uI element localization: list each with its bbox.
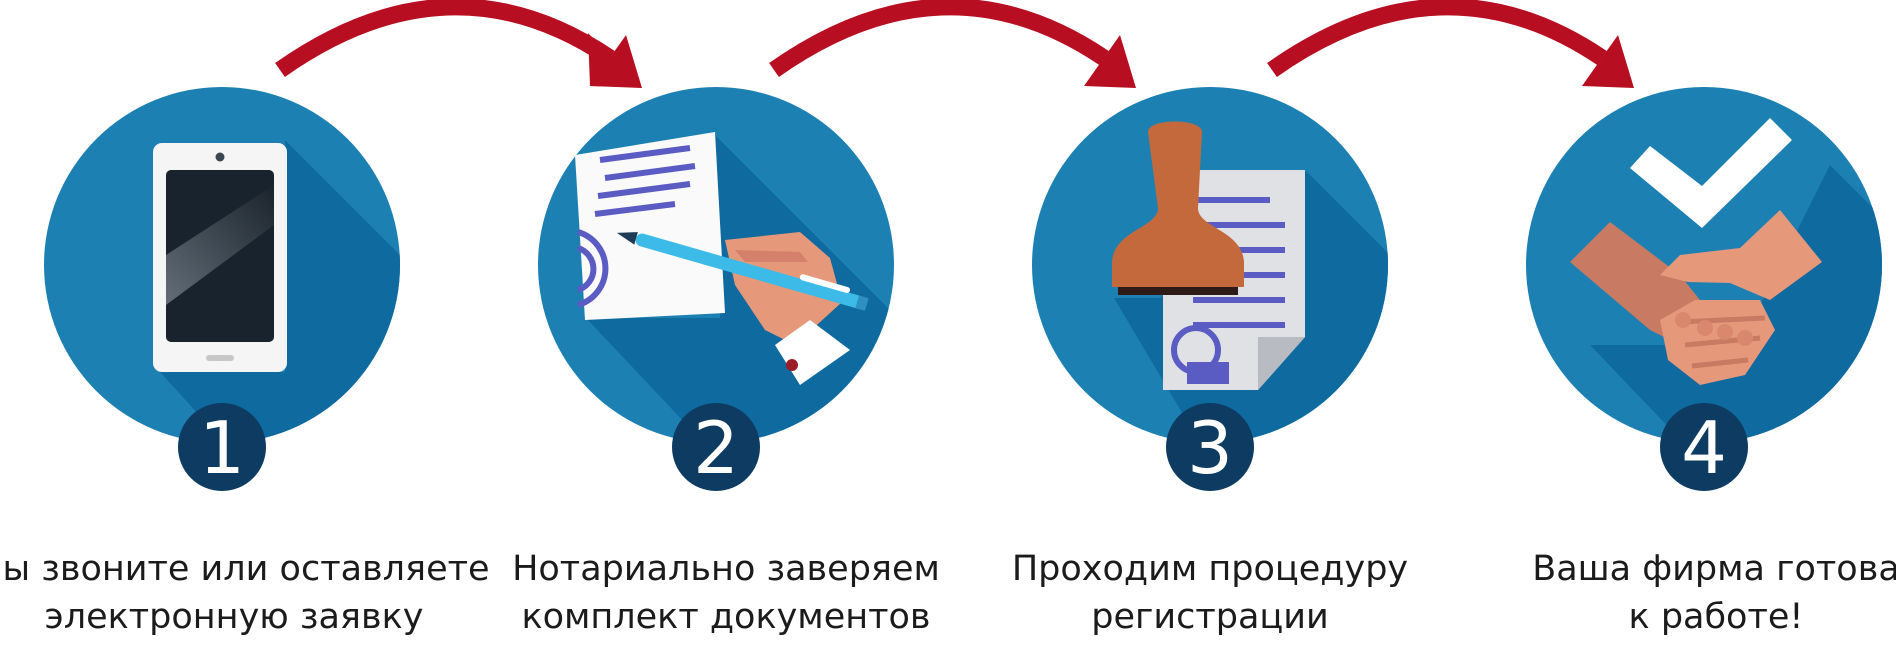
stamp-document-icon <box>1112 121 1305 390</box>
step-1-caption-line-1: Вы звоните или оставляете <box>0 549 490 589</box>
signing-document-icon <box>575 132 869 385</box>
step-4-caption-line-2: к работе! <box>1628 597 1804 637</box>
arrow-2-to-3 <box>769 0 1136 88</box>
arrow-3-to-4 <box>1267 0 1634 88</box>
step-2-shadow <box>586 135 894 443</box>
step-4-number: 4 <box>1681 406 1727 490</box>
step-1-caption-line-2: электронную заявку <box>44 597 424 637</box>
step-2: 2 <box>538 87 894 491</box>
step-2-caption-line-2: комплект документов <box>521 597 931 637</box>
step-4-badge <box>1660 403 1748 491</box>
step-4-caption: Ваша фирма готова к работе! <box>1456 545 1896 641</box>
step-4: 4 <box>1526 87 1882 491</box>
step-3-caption: Проходим процедуру регистрации <box>950 545 1470 641</box>
step-4-caption-line-1: Ваша фирма готова <box>1532 549 1896 589</box>
arrow-1-to-2 <box>275 0 642 88</box>
step-1-badge <box>178 403 266 491</box>
step-3-badge <box>1166 403 1254 491</box>
smartphone-icon <box>153 143 287 372</box>
step-3-number: 3 <box>1187 406 1233 490</box>
step-1: 1 <box>44 87 400 491</box>
handshake-check-icon <box>1570 118 1822 385</box>
step-1-number: 1 <box>199 406 245 490</box>
step-2-caption-line-1: Нотариально заверяем <box>512 549 940 589</box>
step-3-caption-line-1: Проходим процедуру <box>1011 549 1409 589</box>
step-1-caption: Вы звоните или оставляете электронную за… <box>0 545 494 641</box>
step-2-number: 2 <box>693 406 739 490</box>
step-2-caption: Нотариально заверяем комплект документов <box>466 545 986 641</box>
step-3: 3 <box>1032 87 1388 491</box>
step-3-caption-line-2: регистрации <box>1091 597 1329 637</box>
step-2-badge <box>672 403 760 491</box>
step-4-shadow <box>1590 165 1882 443</box>
